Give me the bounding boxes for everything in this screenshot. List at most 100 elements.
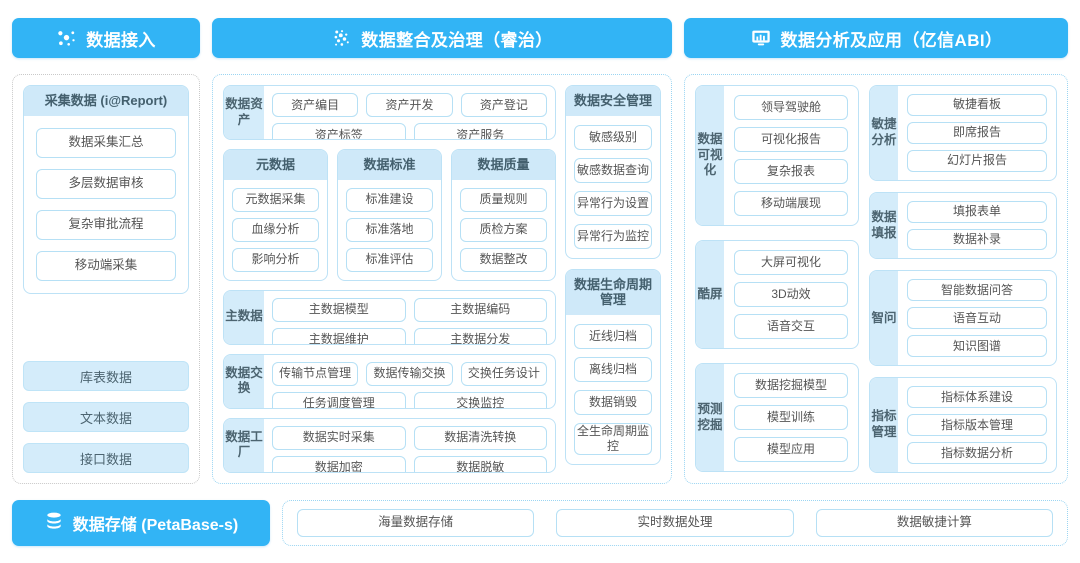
list-item[interactable]: 语音交互 [734,314,848,339]
list-item[interactable]: 主数据编码 [413,297,547,322]
list-item[interactable]: 可视化报告 [734,127,848,152]
list-item[interactable]: 领导驾驶舱 [734,95,848,120]
list-item[interactable]: 模型训练 [734,405,848,430]
list-item[interactable]: 敏感数据查询 [574,157,652,183]
list-item[interactable]: 模型应用 [734,437,848,462]
list-item[interactable]: 近线归档 [574,323,652,349]
list-item[interactable]: 即席报告 [907,121,1047,144]
list-item[interactable]: 指标数据分析 [907,442,1047,464]
block-body: 指标体系建设 指标版本管理 指标数据分析 [898,378,1056,472]
list-item[interactable]: 接口数据 [23,443,189,473]
header-title: 数据分析及应用（亿信ABI） [780,30,1003,50]
block-row: 数据加密 数据脱敏 [272,455,547,472]
block-metric-management: 指标管理 指标体系建设 指标版本管理 指标数据分析 [869,377,1057,473]
list-item[interactable]: 影响分析 [232,247,319,272]
block-body: 智能数据问答 语音互动 知识图谱 [898,271,1056,365]
list-item[interactable]: 海量数据存储 [297,509,535,537]
list-item[interactable]: 指标体系建设 [907,386,1047,409]
list-item[interactable]: 离线归档 [574,356,652,382]
list-item[interactable]: 数据传输交换 [366,361,453,386]
list-item[interactable]: 异常行为设置 [574,190,652,216]
header-title: 数据接入 [86,30,156,50]
list-item[interactable]: 血缘分析 [232,217,319,242]
list-item[interactable]: 全生命周期监控 [574,422,652,455]
governance-main-group: 数据资产 资产编目 资产开发 资产登记 资产标签 资产服务 [223,85,565,473]
list-item[interactable]: 元数据采集 [232,187,319,212]
block-label: 酷屏 [696,241,724,348]
list-item[interactable]: 资产编目 [272,93,359,117]
list-item[interactable]: 敏感级别 [574,124,652,150]
list-item[interactable]: 标准建设 [346,187,433,212]
list-item[interactable]: 资产标签 [272,123,406,140]
header-data-governance[interactable]: 数据整合及治理（睿治） [212,18,672,58]
list-item[interactable]: 资产登记 [460,93,547,117]
list-item[interactable]: 大屏可视化 [734,250,848,275]
list-item[interactable]: 标准评估 [346,247,433,272]
card-body: 元数据采集 血缘分析 影响分析 [224,180,327,280]
block-smart-query: 智问 智能数据问答 语音互动 知识图谱 [869,270,1057,367]
list-item[interactable]: 数据补录 [907,228,1047,251]
list-item[interactable]: 数据整改 [460,247,547,272]
block-data-visualization: 数据可视化 领导驾驶舱 可视化报告 复杂报表 移动端展现 [695,85,859,226]
list-item[interactable]: 任务调度管理 [272,391,406,408]
block-body: 大屏可视化 3D动效 语音交互 [724,241,858,348]
list-item[interactable]: 填报表单 [907,200,1047,223]
block-body: 数据挖掘模型 模型训练 模型应用 [724,364,858,471]
list-item[interactable]: 资产开发 [366,93,453,117]
list-item[interactable]: 异常行为监控 [574,223,652,249]
column-data-governance: 数据资产 资产编目 资产开发 资产登记 资产标签 资产服务 [212,74,672,484]
header-row: 数据接入 数据整合及治理（睿治） [12,18,1068,58]
list-item[interactable]: 交换监控 [413,391,547,408]
list-item[interactable]: 交换任务设计 [460,361,547,386]
list-item[interactable]: 知识图谱 [907,335,1047,358]
header-data-analytics[interactable]: 数据分析及应用（亿信ABI） [684,18,1068,58]
card-body: 近线归档 离线归档 数据销毁 全生命周期监控 [566,315,660,464]
list-item[interactable]: 标准落地 [346,217,433,242]
list-item[interactable]: 数据采集汇总 [36,127,176,158]
block-label: 智问 [870,271,898,366]
block-body: 传输节点管理 数据传输交换 交换任务设计 任务调度管理 交换监控 [264,355,555,408]
list-item[interactable]: 数据销毁 [574,389,652,415]
list-item[interactable]: 敏捷看板 [907,94,1047,116]
list-item[interactable]: 幻灯片报告 [907,149,1047,172]
list-item[interactable]: 库表数据 [23,361,189,391]
list-item[interactable]: 主数据分发 [413,327,547,344]
list-item[interactable]: 语音互动 [907,307,1047,330]
list-item[interactable]: 传输节点管理 [272,361,359,386]
list-item[interactable]: 多层数据审核 [36,168,176,199]
list-item[interactable]: 资产服务 [413,123,547,140]
block-row: 资产标签 资产服务 [272,123,547,140]
list-item[interactable]: 实时数据处理 [556,509,794,537]
list-item[interactable]: 文本数据 [23,402,189,432]
card-metadata: 元数据 元数据采集 血缘分析 影响分析 [223,149,328,281]
database-stack-icon [44,511,64,536]
block-label: 数据资产 [224,86,264,140]
list-item[interactable]: 数据加密 [272,455,406,472]
header-data-ingestion[interactable]: 数据接入 [12,18,200,58]
storage-title: 数据存储 (PetaBase-s) [72,517,239,534]
list-item[interactable]: 数据敏捷计算 [815,509,1053,537]
block-label: 主数据 [224,290,264,344]
list-item[interactable]: 数据挖掘模型 [734,373,848,398]
analytics-right-group: 敏捷分析 敏捷看板 即席报告 幻灯片报告 数据填报 填报表单 数据补录 智问 [869,85,1057,473]
list-item[interactable]: 数据清洗转换 [413,425,547,450]
column-data-analytics: 数据可视化 领导驾驶舱 可视化报告 复杂报表 移动端展现 酷屏 大屏可视化 3D… [684,74,1068,484]
list-item[interactable]: 指标版本管理 [907,414,1047,437]
list-item[interactable]: 智能数据问答 [907,279,1047,302]
list-item[interactable]: 主数据模型 [272,297,406,322]
block-body: 数据实时采集 数据清洗转换 数据加密 数据脱敏 [264,419,555,472]
header-data-storage[interactable]: 数据存储 (PetaBase-s) [12,500,270,546]
block-cool-screen: 酷屏 大屏可视化 3D动效 语音交互 [695,240,859,349]
list-item[interactable]: 数据实时采集 [272,425,406,450]
list-item[interactable]: 复杂审批流程 [36,209,176,240]
list-item[interactable]: 移动端采集 [36,250,176,281]
list-item[interactable]: 质量规则 [460,187,547,212]
list-item[interactable]: 复杂报表 [734,159,848,184]
list-item[interactable]: 移动端展现 [734,191,848,216]
list-item[interactable]: 质检方案 [460,217,547,242]
list-item[interactable]: 主数据维护 [272,327,406,344]
block-data-factory: 数据工厂 数据实时采集 数据清洗转换 数据加密 数据脱敏 [223,417,556,473]
list-item[interactable]: 数据脱敏 [413,455,547,472]
list-item[interactable]: 3D动效 [734,282,848,307]
